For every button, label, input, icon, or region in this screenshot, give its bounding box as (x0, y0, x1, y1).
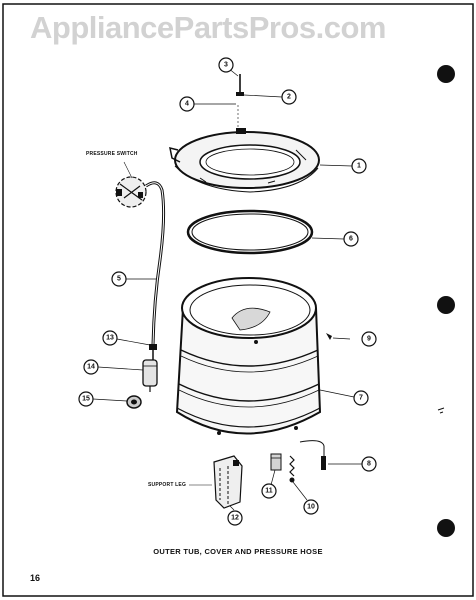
callout-3: 3 (224, 62, 228, 69)
callout-7: 7 (359, 395, 363, 402)
callout-10: 10 (307, 504, 315, 511)
support-leg-label: SUPPORT LEG (148, 482, 187, 488)
punch-hole (437, 519, 455, 537)
callout-13: 13 (106, 335, 114, 342)
watermark: AppliancePartsPros.com (30, 10, 386, 45)
pressure-switch-part (115, 161, 147, 208)
callout-6: 6 (349, 236, 353, 243)
callout-11: 11 (265, 488, 273, 495)
pressure-switch-label: PRESSURE SWITCH (86, 151, 138, 157)
bracket-part (270, 453, 282, 471)
clip-part (326, 333, 351, 340)
spring-part (289, 455, 295, 483)
tub-cover-part (169, 128, 320, 193)
nut-part (126, 395, 142, 409)
callout-15: 15 (82, 396, 90, 403)
callout-5: 5 (117, 276, 121, 283)
support-leg-part (189, 455, 243, 509)
page-frame (2, 3, 474, 597)
callout-14: 14 (87, 364, 95, 371)
punch-hole (437, 296, 455, 314)
page-number: 16 (30, 573, 41, 583)
screw-part (236, 74, 244, 96)
punch-hole (437, 65, 455, 83)
outer-tub-part (175, 277, 322, 435)
gasket-ring-part (186, 209, 314, 255)
callout-1: 1 (357, 163, 361, 170)
air-dome-part (142, 359, 158, 392)
callout-12: 12 (231, 515, 239, 522)
stray-mark (437, 407, 445, 414)
hose-clamp-part (149, 344, 157, 350)
pressure-hose-part (145, 181, 166, 346)
callout-9: 9 (367, 336, 371, 343)
callout-8: 8 (367, 461, 371, 468)
callout-2: 2 (287, 94, 291, 101)
drain-rod-part (299, 440, 326, 470)
diagram-caption: OUTER TUB, COVER AND PRESSURE HOSE (153, 547, 323, 556)
callout-4: 4 (185, 101, 189, 108)
